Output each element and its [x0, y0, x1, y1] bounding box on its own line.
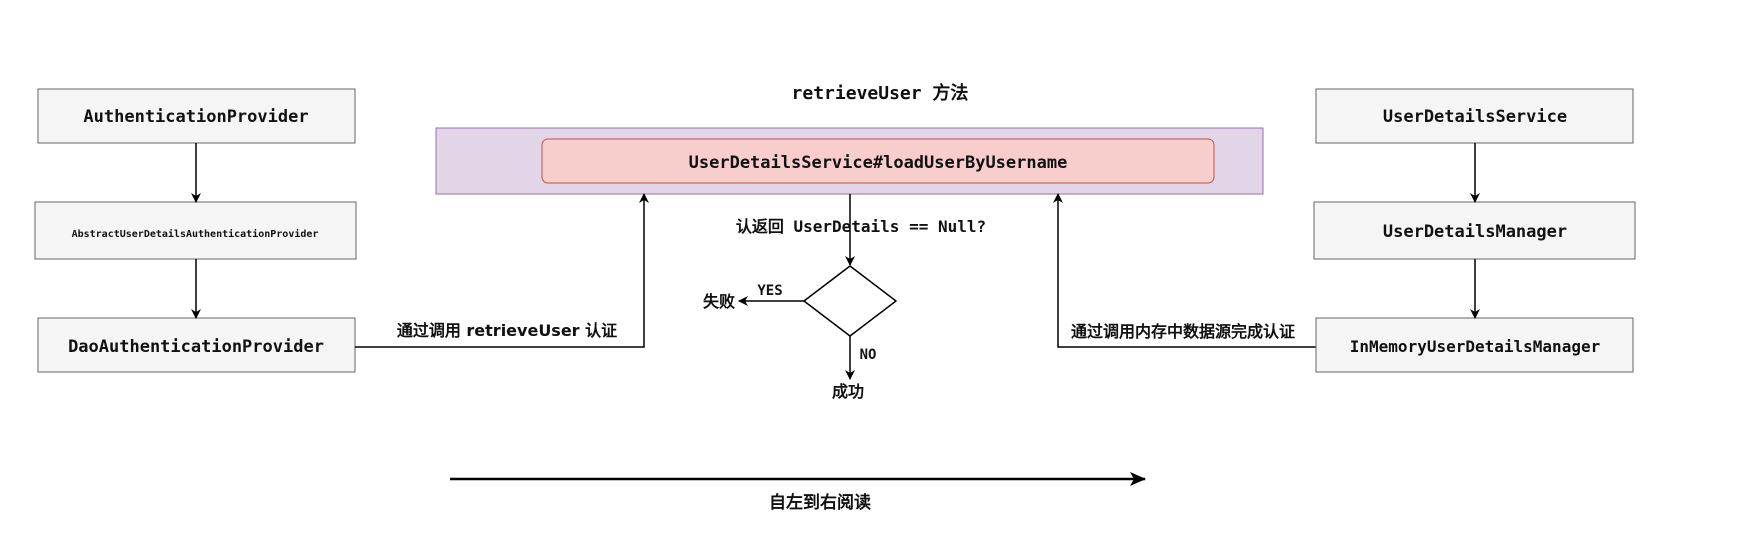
in-memory-user-details-manager-box — [1315, 317, 1634, 373]
fail-label: 失败 — [703, 292, 735, 311]
edge-dao-to-group — [355, 193, 649, 348]
user-details-service-box — [1315, 88, 1634, 144]
in-memory-user-details-manager-label: InMemoryUserDetailsManager — [1350, 337, 1600, 356]
no-label: NO — [860, 347, 877, 363]
load-user-by-username-box — [541, 138, 1215, 184]
user-details-manager-box — [1313, 201, 1636, 260]
edge-inmemory-to-group — [1053, 193, 1316, 348]
yes-label: YES — [757, 283, 782, 299]
group-title: retrieveUser 方法 — [792, 82, 969, 104]
authentication-provider-box — [37, 88, 356, 144]
null-check-question: 认返回 UserDetails == Null? — [736, 217, 986, 236]
user-details-service-label: UserDetailsService — [1383, 107, 1567, 127]
reading-direction-label: 自左到右阅读 — [769, 492, 871, 513]
authentication-provider-label: AuthenticationProvider — [83, 107, 308, 127]
success-label: 成功 — [832, 382, 864, 401]
right-call-label: 通过调用内存中数据源完成认证 — [1071, 322, 1295, 341]
abstract-user-details-provider-label: AbstractUserDetailsAuthenticationProvide… — [72, 228, 319, 240]
abstract-user-details-provider-box — [34, 201, 357, 260]
left-call-label: 通过调用 retrieveUser 认证 — [397, 321, 617, 340]
decision-diamond — [803, 265, 897, 337]
load-user-by-username-label: UserDetailsService#loadUserByUsername — [689, 153, 1068, 173]
user-details-manager-label: UserDetailsManager — [1383, 222, 1567, 242]
dao-authentication-provider-label: DaoAuthenticationProvider — [68, 337, 324, 357]
